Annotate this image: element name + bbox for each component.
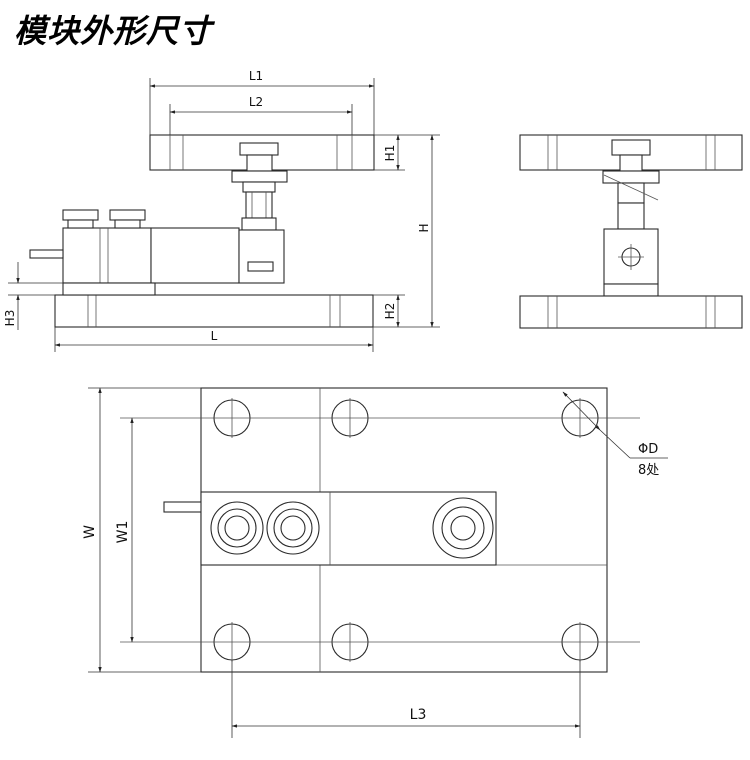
front-cable (29, 249, 64, 259)
front-load-cell (150, 227, 240, 284)
top-view (120, 387, 640, 673)
dim-label-L3: L3 (410, 707, 427, 723)
dim-label-H3: H3 (3, 310, 17, 327)
top-cable (163, 501, 203, 513)
front-bolt-head-1 (62, 209, 99, 221)
dim-label-W: W (82, 525, 98, 539)
dim-label-phi-d: ΦD (638, 442, 658, 457)
dim-label-count: 8处 (638, 463, 659, 478)
top-cell-bolt-1 (210, 501, 264, 555)
front-view (29, 134, 375, 328)
front-bolt-shaft (245, 191, 273, 219)
top-cell-bolt-3 (432, 497, 494, 559)
front-bolt-head-2 (109, 209, 146, 221)
front-base-plate (54, 294, 374, 328)
top-dimensions (88, 387, 668, 738)
dim-label-H1: H1 (383, 145, 397, 162)
dim-label-H: H (417, 223, 431, 232)
front-dimensions (8, 78, 440, 352)
front-top-nut (239, 142, 279, 156)
dim-label-L1: L1 (249, 69, 263, 83)
dim-label-L: L (211, 329, 218, 343)
front-cell-mount (62, 227, 152, 284)
side-bolt-shaft (617, 202, 645, 230)
side-base-plate (519, 295, 743, 329)
page-title: 模块外形尺寸 (14, 12, 213, 50)
side-view (519, 134, 743, 329)
front-lower-nut (241, 217, 277, 231)
dim-label-W1: W1 (115, 521, 131, 544)
front-washer (231, 170, 288, 183)
dim-label-H2: H2 (383, 303, 397, 320)
top-cell-bolt-2 (266, 501, 320, 555)
dim-label-L2: L2 (249, 95, 263, 109)
